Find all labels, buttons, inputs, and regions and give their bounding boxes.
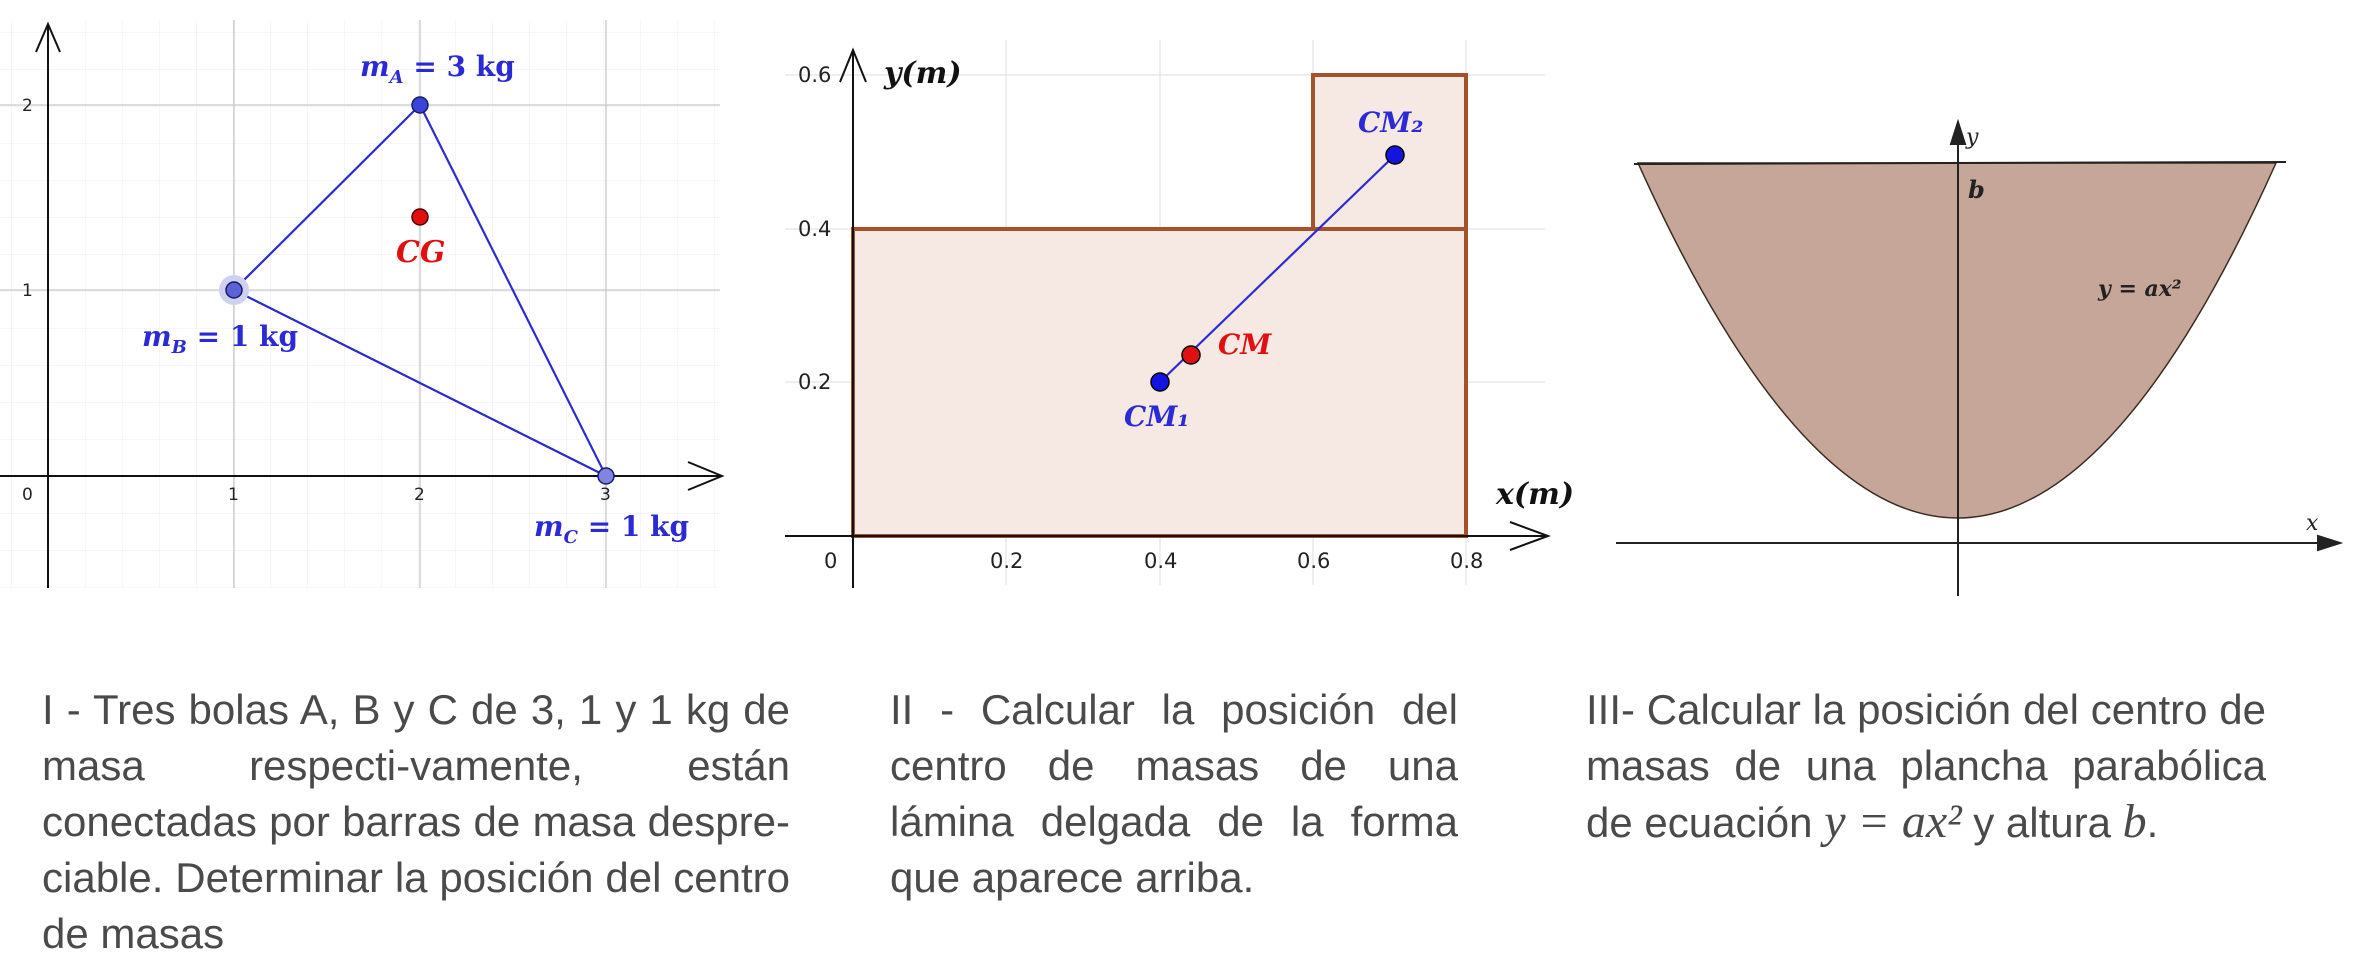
caption-problem-3: III- Calcular la posición del centro de …: [1586, 682, 2266, 851]
y-tick-2: 2: [22, 96, 33, 116]
caption-problem-1: I - Tres bolas A, B y C de 3, 1 y 1 kg d…: [42, 686, 790, 957]
x-tick-2: 2: [414, 485, 425, 505]
x-tick-0: 0: [824, 549, 837, 573]
major-grid: [0, 20, 720, 588]
panel-lamina: y(m) x(m) 0.6 0.4 0.2 0 0.2 0.4 0.6 0.8 …: [785, 40, 1574, 588]
caption-problem-2: II - Calcular la posición del centro de …: [890, 686, 1458, 901]
point-cm1: [1150, 372, 1170, 392]
y-axis-label: y: [1965, 125, 1979, 150]
x-tick-0.6: 0.6: [1297, 549, 1330, 573]
label-cm2: CM₂: [1358, 106, 1424, 139]
axes: [1616, 118, 2344, 596]
x-tick-3: 3: [600, 485, 611, 505]
point-c: [597, 467, 615, 485]
point-cm: [1181, 345, 1201, 365]
caption-3-mid: y altura: [1961, 799, 2123, 846]
x-axis-label: x: [2306, 511, 2319, 536]
caption-3-equation: y = ax²: [1824, 795, 1962, 848]
minor-grid: [0, 20, 720, 588]
y-tick-0.6: 0.6: [798, 63, 831, 87]
x-tick-0.2: 0.2: [990, 549, 1023, 573]
point-a: [411, 96, 429, 114]
height-line: [1633, 161, 2287, 165]
label-mass-b: mB = 1 kg: [142, 320, 298, 358]
x-tick-0: 0: [22, 485, 33, 505]
caption-3-end: .: [2146, 799, 2159, 846]
axes: [785, 47, 1551, 588]
x-tick-1: 1: [228, 485, 239, 505]
x-axis-label: x(m): [1495, 477, 1574, 512]
label-cg: CG: [396, 235, 446, 270]
curve-equation-label: y = ax²: [2097, 276, 2182, 302]
y-tick-1: 1: [22, 281, 33, 301]
panel-triangle-masses: 2 1 0 1 2 3 mA = 3 kg mB = 1 kg mC = 1 k…: [0, 20, 725, 588]
caption-3-text: III- Calcular la posición del centro de …: [1586, 686, 2266, 846]
height-label-b: b: [1968, 175, 1985, 204]
point-cm2: [1385, 145, 1405, 165]
panel-parabola: y x b y = ax²: [1616, 118, 2344, 596]
cm-connector-line: [1159, 154, 1396, 383]
x-tick-0.8: 0.8: [1450, 549, 1483, 573]
x-tick-0.4: 0.4: [1144, 549, 1177, 573]
triangle-bars: [232, 103, 609, 479]
point-b: [225, 281, 243, 299]
caption-3-b: b: [2122, 795, 2147, 848]
point-cg: [411, 208, 429, 226]
label-cm: CM: [1218, 328, 1272, 361]
label-mass-a: mA = 3 kg: [360, 50, 515, 88]
y-tick-0.4: 0.4: [798, 217, 831, 241]
label-mass-c: mC = 1 kg: [534, 510, 689, 548]
label-cm1: CM₁: [1124, 400, 1190, 433]
y-tick-0.2: 0.2: [798, 370, 831, 394]
y-axis-label: y(m): [883, 56, 962, 91]
